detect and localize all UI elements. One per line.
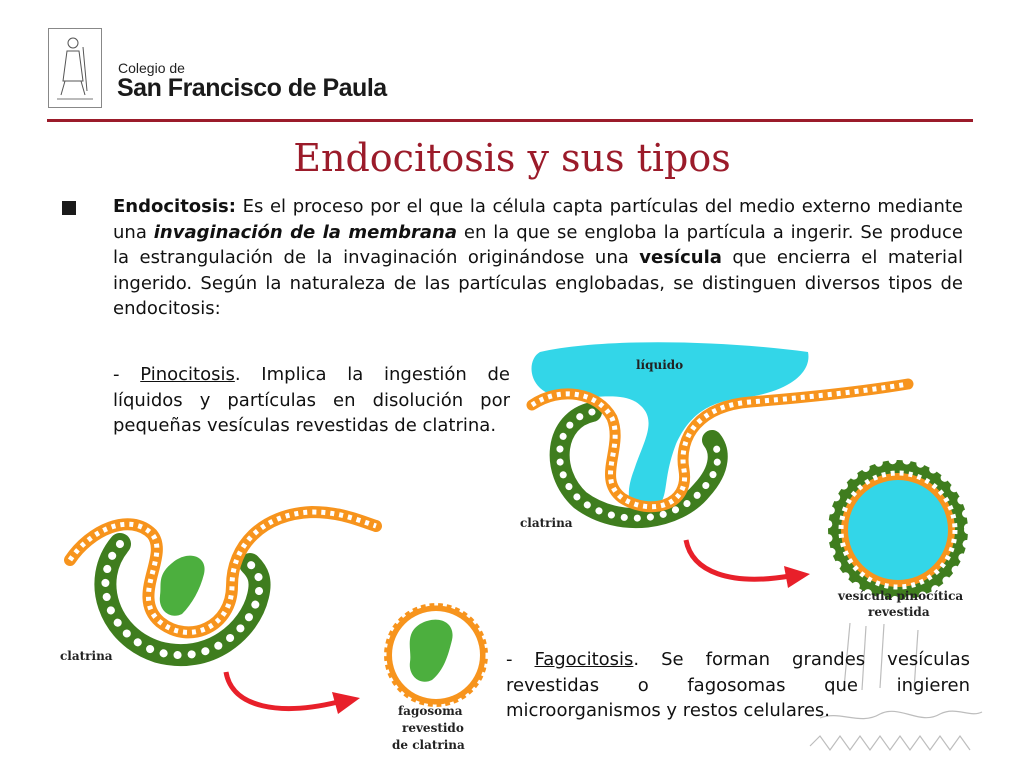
fagocitosis-dash: - [506,649,535,670]
intro-text-1: Es el proceso por el que la célula capta… [113,196,963,243]
pinocitosis-paragraph: - Pinocitosis. Implica la ingestión de l… [113,362,510,439]
fagocitosis-text: . Se forman grandes vesículas revestidas… [506,649,970,721]
clathrin-label-fago: clatrina [60,649,113,663]
arrow-head-pino [784,566,810,588]
school-name-prefix: Colegio de [118,60,185,76]
vesicle-label-2: revestida [868,605,930,619]
membrane-pino [526,378,914,513]
watermark-scribble [809,622,983,752]
slide-title: Endocitosis y sus tipos [293,136,731,180]
school-name: San Francisco de Paula [117,74,387,102]
phagosome-membrane-gaps [381,600,491,710]
pinocitosis-dash: - [113,364,141,385]
school-logo [48,28,102,108]
intro-term: Endocitosis: [113,196,236,217]
header-divider [47,119,973,122]
liquid-drop [531,342,809,512]
intro-bold-word: vesícula [639,247,722,268]
liquid-label: líquido [636,358,683,372]
intro-text-2: en la que se engloba la partícula a inge… [113,221,964,269]
vesicle-liquid [848,480,948,580]
phagosome-label-2: revestido [402,721,464,735]
intro-paragraph: Endocitosis: Es el proceso por el que la… [113,194,963,322]
intro-text-3: que encierra el material ingerido. Según… [113,247,963,319]
phagosome-label-1: fagosoma [398,704,463,718]
fagocitosis-term: Fagocitosis [534,649,634,670]
pinocitosis-text: . Implica la ingestión de líquidos y par… [113,364,510,436]
particle-fago [159,555,205,616]
transition-arrow-pino [683,539,791,582]
pinocitosis-term: Pinocitosis [140,364,235,385]
phagocytosis-diagram: clatrina fagosoma revestido de clatrina [60,505,491,752]
clathrin-dots-pino [556,408,722,522]
arrow-head-fago [332,692,360,714]
vesicle-membrane-gaps [838,470,958,590]
phagosome-label-3: de clatrina [392,738,465,752]
pinocytosis-diagram: líquido clatrina vesícula pinocítica rev… [520,342,972,619]
transition-arrow-fago [223,671,339,711]
intro-emphasis: invaginación de la membrana [153,221,457,243]
bullet-square [62,201,76,215]
clathrin-label-pino: clatrina [520,516,573,530]
vesicle-clathrin-dots [824,456,972,604]
saint-figure-icon [57,37,93,100]
particle-phagosome [409,619,453,682]
clathrin-dots-fago [101,540,264,660]
vesicle-label-1: vesícula pinocítica [837,589,963,603]
fagocitosis-paragraph: - Fagocitosis. Se forman grandes vesícul… [506,647,970,724]
membrane-fago [64,505,382,639]
